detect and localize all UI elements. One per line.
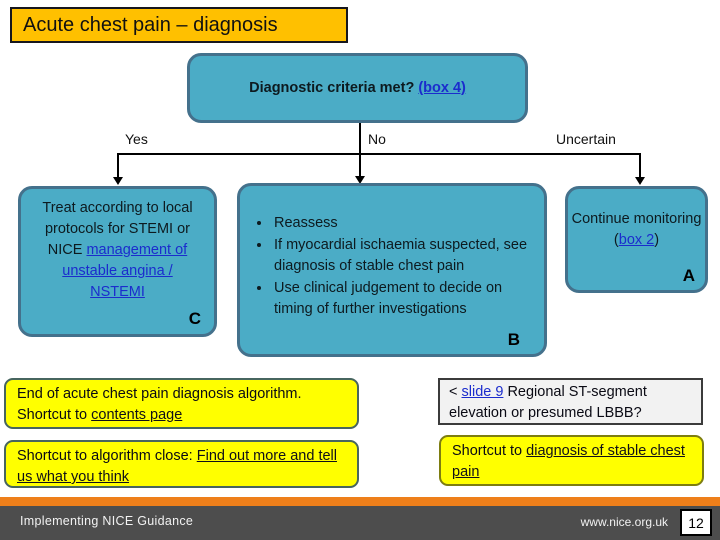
yes-box-text: Treat according to local protocols for S… bbox=[42, 200, 193, 258]
branch-label-no: No bbox=[368, 131, 386, 147]
uncertain-box-text: Continue monitoring bbox=[571, 211, 702, 227]
no-box-bullet: If myocardial ischaemia suspected, see d… bbox=[272, 235, 536, 278]
connector-no bbox=[359, 153, 361, 178]
connector-horizontal bbox=[117, 153, 641, 155]
unstable-angina-nstemi-link[interactable]: management of unstable angina / NSTEMI bbox=[62, 242, 188, 300]
uncertain-outcome-box: Continue monitoring (box 2) A bbox=[565, 186, 708, 293]
no-box-bullet: Reassess bbox=[272, 213, 536, 235]
decision-question: Diagnostic criteria met? bbox=[249, 80, 415, 96]
box-marker-c: C bbox=[188, 309, 201, 328]
no-box-bullet: Use clinical judgement to decide on timi… bbox=[272, 278, 536, 321]
box-2-link[interactable]: box 2 bbox=[618, 232, 655, 248]
box-marker-a: A bbox=[682, 266, 695, 285]
branch-label-yes: Yes bbox=[125, 131, 148, 147]
box-4-link[interactable]: (box 4) bbox=[418, 80, 466, 96]
end-of-algorithm-box: End of acute chest pain diagnosis algori… bbox=[4, 378, 359, 429]
previous-slide-box: < slide 9 Regional ST-segment elevation … bbox=[438, 378, 703, 425]
uncertain-link-open-paren: ( bbox=[613, 232, 619, 248]
arrowhead-uncertain-icon bbox=[635, 177, 645, 185]
footer-url: www.nice.org.uk bbox=[580, 515, 668, 529]
connector-uncertain bbox=[639, 153, 641, 178]
decision-box: Diagnostic criteria met? (box 4) bbox=[187, 53, 528, 123]
slide-9-link[interactable]: slide 9 bbox=[461, 384, 504, 400]
stable-chest-pain-link[interactable]: diagnosis of stable chest pain bbox=[452, 443, 685, 480]
arrowhead-yes-icon bbox=[113, 177, 123, 185]
box-marker-b: B bbox=[507, 329, 520, 349]
footer-accent-bar bbox=[0, 497, 720, 506]
page-number: 12 bbox=[688, 514, 704, 531]
footer-branding: Implementing NICE Guidance bbox=[20, 514, 194, 528]
connector-stub bbox=[359, 123, 361, 155]
branch-label-uncertain: Uncertain bbox=[556, 131, 616, 147]
footer-bar bbox=[0, 506, 720, 540]
yes-outcome-box: Treat according to local protocols for S… bbox=[18, 186, 217, 337]
no-box-bullet-list: Reassess If myocardial ischaemia suspect… bbox=[256, 213, 536, 321]
connector-yes bbox=[117, 153, 119, 178]
uncertain-link-close-paren: ) bbox=[654, 232, 660, 248]
no-outcome-box: Reassess If myocardial ischaemia suspect… bbox=[237, 183, 547, 357]
algorithm-close-box: Shortcut to algorithm close: Find out mo… bbox=[4, 440, 359, 488]
page-number-badge: 12 bbox=[680, 509, 712, 536]
stable-chest-pain-box: Shortcut to diagnosis of stable chest pa… bbox=[439, 435, 704, 486]
close-box-text: Shortcut to algorithm close: bbox=[17, 448, 197, 464]
end-box-text: End of acute chest pain diagnosis algori… bbox=[17, 386, 302, 423]
contents-page-link[interactable]: contents page bbox=[91, 407, 183, 423]
previous-slide-chevron: < bbox=[449, 384, 462, 400]
find-out-more-link[interactable]: Find out more and tell us what you think bbox=[17, 448, 337, 485]
stable-box-text: Shortcut to bbox=[452, 443, 527, 459]
slide-title-text: Acute chest pain – diagnosis bbox=[23, 13, 278, 36]
previous-slide-text: Regional ST-segment elevation or presume… bbox=[449, 384, 647, 421]
arrowhead-no-icon bbox=[355, 176, 365, 184]
slide-title: Acute chest pain – diagnosis bbox=[10, 7, 348, 43]
